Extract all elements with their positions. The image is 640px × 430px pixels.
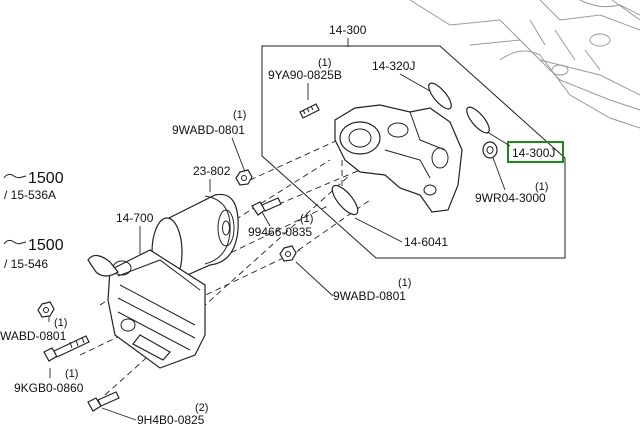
stud-qty: (1) xyxy=(318,57,331,69)
bolt-mid-leader xyxy=(261,211,271,227)
washer[interactable] xyxy=(482,141,498,159)
nut-lower-label[interactable]: 9WABD-0801 xyxy=(333,289,406,303)
engine-block-outline xyxy=(409,0,640,129)
highlighted-part-label[interactable]: 14-300J xyxy=(512,146,555,160)
bolt-mid-qty: (1) xyxy=(300,213,313,225)
reference-2-section: / 15-546 xyxy=(4,257,48,271)
highlight-box xyxy=(507,141,564,163)
bolt-mid[interactable] xyxy=(251,197,282,216)
bolt-long-qty: (1) xyxy=(65,368,78,380)
bolt-short-qty: (2) xyxy=(195,402,208,414)
o-ring-lower[interactable] xyxy=(328,182,362,219)
reference-2[interactable]: 1500 / 15-546 xyxy=(3,237,64,271)
nut-upper-leader xyxy=(231,137,246,173)
bolt-short-label[interactable]: 9H4B0-0825 xyxy=(137,413,205,427)
oring-upper-label[interactable]: 14-320J xyxy=(372,59,415,73)
reference-arrow-icon xyxy=(3,173,27,179)
oil-cooler[interactable] xyxy=(87,249,206,369)
o-ring-upper-right[interactable] xyxy=(463,104,493,136)
oil-filter-label[interactable]: 23-802 xyxy=(193,164,231,178)
bolt-long[interactable] xyxy=(43,335,90,362)
bolt-mid-label[interactable]: 99466-0835 xyxy=(248,225,312,239)
reference-2-number: 1500 xyxy=(28,237,64,254)
washer-leader xyxy=(491,154,506,191)
nut-lower-leader xyxy=(295,261,334,297)
oring-lower-leader xyxy=(354,217,403,243)
nut-upper-qty: (1) xyxy=(233,109,246,121)
stud-label[interactable]: 9YA90-0825B xyxy=(268,68,342,82)
assembly-label[interactable]: 14-300 xyxy=(329,23,367,37)
reference-1-number: 1500 xyxy=(28,170,64,187)
nut-upper-label[interactable]: 9WABD-0801 xyxy=(172,123,245,137)
nut-left-label[interactable]: WABD-0801 xyxy=(0,329,67,343)
oil-cooler-label[interactable]: 14-700 xyxy=(116,211,154,225)
nut-lower[interactable] xyxy=(279,245,297,262)
oring-lower-label[interactable]: 14-6041 xyxy=(404,235,448,249)
o-ring-upper-left[interactable] xyxy=(425,80,455,112)
washer-label[interactable]: 9WR04-3000 xyxy=(475,191,546,205)
bolt-short[interactable] xyxy=(87,391,120,412)
reference-1-section: / 15-536A xyxy=(4,188,56,202)
assembly-box xyxy=(261,45,566,259)
stud[interactable] xyxy=(299,103,320,119)
bolt-long-label[interactable]: 9KGB0-0860 xyxy=(14,381,84,395)
nut-left-qty: (1) xyxy=(54,317,67,329)
nut-left[interactable] xyxy=(37,301,55,318)
nut-lower-qty: (1) xyxy=(398,277,411,289)
reference-arrow-icon xyxy=(3,239,27,245)
oil-filter-housing[interactable] xyxy=(334,104,463,213)
nut-upper[interactable] xyxy=(235,169,253,186)
bolt-short-leader xyxy=(101,407,137,421)
washer-qty: (1) xyxy=(535,181,548,193)
reference-1[interactable]: 1500 / 15-536A xyxy=(3,170,64,202)
